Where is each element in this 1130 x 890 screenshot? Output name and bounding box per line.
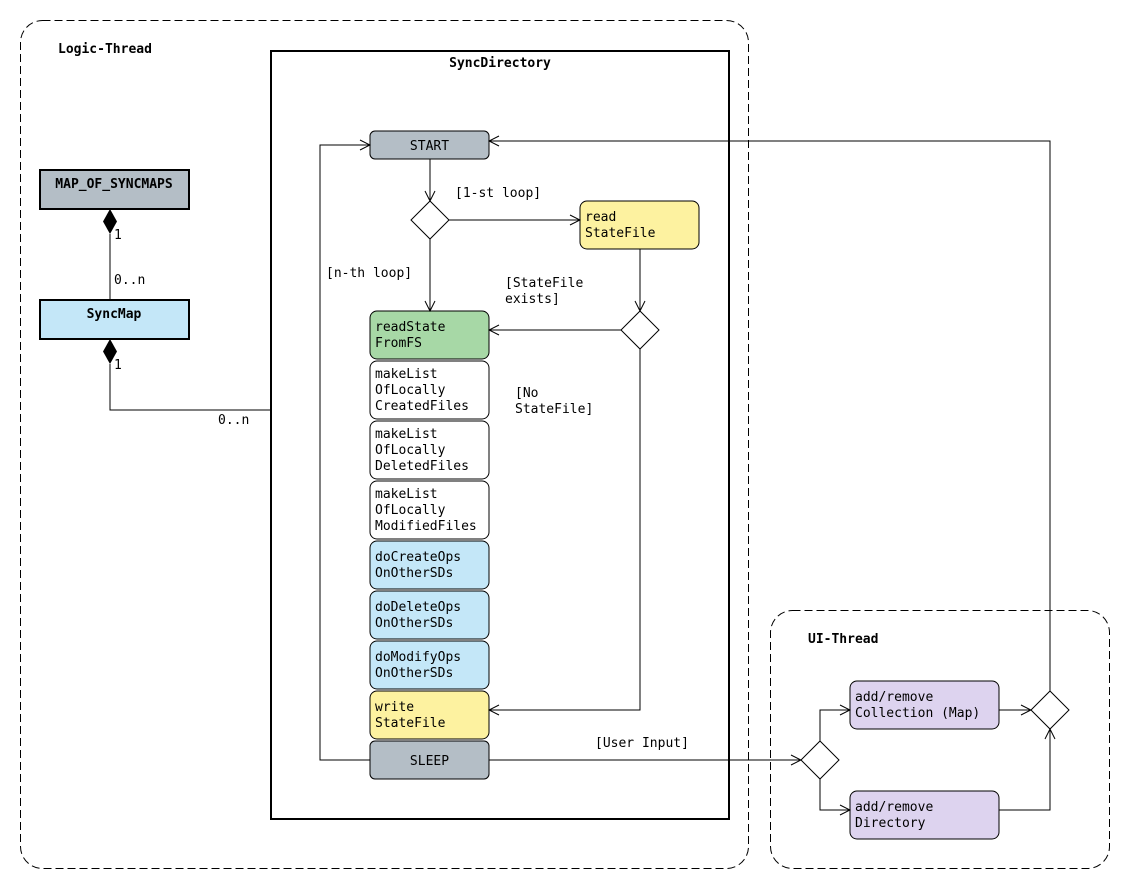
ui-thread-frame — [770, 610, 1110, 869]
merge-diamond — [1030, 690, 1070, 730]
user-input-decision-diamond — [800, 740, 840, 780]
do-create-ops-node — [369, 540, 490, 590]
map-of-syncmaps-box — [39, 169, 190, 210]
flow-directory-to-merge — [999, 729, 1050, 811]
map-of-syncmaps-label: MAP_OF_SYNCMAPS — [55, 177, 173, 192]
sleep-label: SLEEP — [410, 754, 449, 769]
flow-no-statefile — [489, 349, 641, 710]
statefile-decision-diamond — [620, 310, 660, 350]
read-state-from-fs-node — [369, 310, 490, 360]
logic-thread-title: Logic-Thread — [58, 42, 152, 57]
start-label: START — [410, 139, 449, 154]
ui-thread-title: UI-Thread — [808, 632, 878, 647]
multiplicity-syncmap-one: 1 — [114, 358, 122, 373]
multiplicity-map-one: 1 — [114, 228, 122, 243]
composition-diamond-icon — [103, 339, 117, 364]
flow-merge-to-start — [489, 141, 1051, 691]
make-list-deleted-node — [369, 420, 490, 480]
syncmap-label: SyncMap — [87, 307, 142, 322]
multiplicity-syncdir-many: 0..n — [218, 413, 249, 428]
add-remove-directory-node — [849, 790, 1000, 840]
multiplicity-map-many: 0..n — [114, 273, 145, 288]
do-modify-ops-node — [369, 640, 490, 690]
composition-diamond-icon — [103, 209, 117, 234]
do-delete-ops-node — [369, 590, 490, 640]
flow-sleep-to-start — [319, 145, 370, 761]
guard-first-loop: [1-st loop] — [455, 186, 541, 201]
write-state-file-node — [369, 690, 490, 740]
flow-to-collection — [819, 710, 850, 741]
flow-to-directory — [819, 779, 850, 810]
logic-thread-frame — [20, 20, 749, 869]
sync-directory-frame — [270, 50, 730, 820]
guard-nth-loop: [n-th loop] — [326, 266, 412, 281]
add-remove-collection-node — [849, 680, 1000, 730]
read-state-file-node — [579, 200, 700, 250]
syncmap-box — [39, 299, 190, 340]
sync-directory-title: SyncDirectory — [449, 56, 551, 71]
loop-decision-diamond — [410, 200, 450, 240]
guard-user-input: [User Input] — [595, 736, 689, 751]
composition-line-syncmap-syncdir — [109, 364, 271, 411]
make-list-modified-node — [369, 480, 490, 540]
make-list-created-node — [369, 360, 490, 420]
